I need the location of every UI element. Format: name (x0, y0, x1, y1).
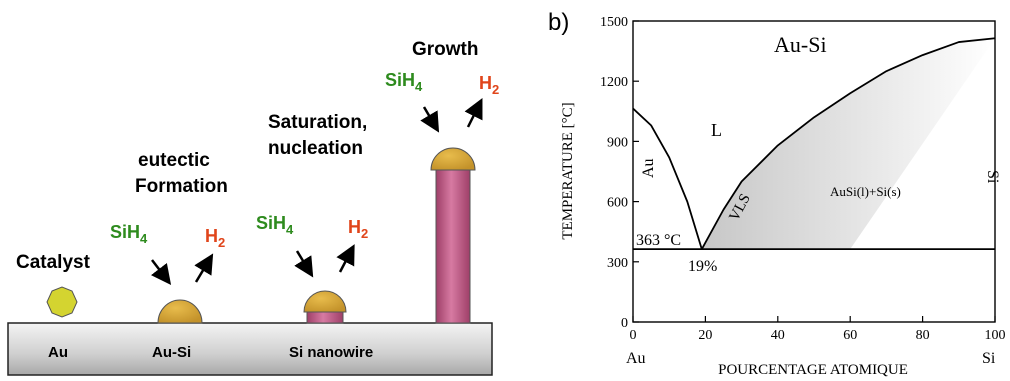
gas-in-label-3: SiH4 (256, 213, 294, 237)
arrow-out-2 (194, 253, 214, 283)
x-tick-label: 40 (771, 328, 785, 343)
stage-catalyst-label: Catalyst (16, 252, 91, 273)
catalyst-particle (46, 286, 78, 318)
gas-out-label-3: H2 (348, 217, 368, 241)
region-liquid-label: L (711, 120, 722, 140)
y-axis-label: TEMPERATURE [°C] (560, 102, 576, 239)
arrow-out-4 (464, 98, 483, 128)
region-au-label: Au (640, 158, 657, 178)
y-tick-label: 1500 (600, 15, 628, 30)
x-end-label-si: Si (982, 350, 996, 367)
growth-schematic: Catalyst Au eutectic Formation SiH4 H2 A… (7, 39, 499, 376)
base-ausi-label: Au-Si (152, 344, 191, 361)
arrow-in-2 (150, 259, 172, 285)
x-end-label-au: Au (626, 350, 646, 367)
region-si-label: Si (984, 170, 1001, 184)
gas-out-label-2: H2 (205, 226, 225, 250)
base-nanowire-label: Si nanowire (289, 344, 373, 361)
two-phase-label: AuSi(l)+Si(s) (830, 184, 901, 199)
stage-growth-label: Growth (412, 39, 479, 60)
y-tick-label: 1200 (600, 75, 628, 90)
x-tick-label: 0 (630, 328, 637, 343)
stage-saturation-label-1: Saturation, (268, 112, 367, 133)
gas-out-label-4: H2 (479, 73, 499, 97)
liquidus-si-side (700, 37, 996, 250)
vls-shading (701, 38, 995, 250)
y-tick-label: 600 (607, 196, 628, 211)
gas-in-label-4: SiH4 (385, 70, 423, 94)
y-tick-label: 300 (607, 256, 628, 271)
y-tick-label: 0 (621, 316, 628, 331)
grown-nanowire (435, 169, 471, 324)
x-tick-label: 60 (843, 328, 857, 343)
panel-label: b) (548, 9, 569, 36)
x-tick-label: 100 (985, 328, 1006, 343)
eutectic-temp-label: 363 °C (636, 232, 681, 249)
arrow-in-3 (294, 250, 314, 278)
substrate (7, 322, 493, 376)
gas-in-label-2: SiH4 (110, 222, 148, 246)
y-tick-label: 900 (607, 135, 628, 150)
x-tick-label: 80 (916, 328, 930, 343)
eutectic-comp-label: 19% (688, 258, 717, 275)
plot-frame (632, 20, 996, 323)
growth-droplet (430, 147, 476, 171)
x-axis-label: POURCENTAGE ATOMIQUE (718, 362, 908, 378)
stage-eutectic-label-1: eutectic (138, 150, 210, 171)
saturated-droplet (303, 290, 347, 313)
short-nanowire (306, 311, 344, 324)
stage-saturation-label-2: nucleation (268, 138, 363, 159)
au-si-droplet (157, 299, 203, 324)
x-tick-label: 20 (698, 328, 712, 343)
arrow-out-3 (336, 244, 355, 273)
liquidus-au-side (632, 107, 703, 250)
arrow-in-4 (420, 106, 440, 133)
stage-eutectic-label-2: Formation (135, 176, 228, 197)
base-au-label: Au (48, 344, 68, 361)
chart-title: Au-Si (774, 32, 827, 57)
